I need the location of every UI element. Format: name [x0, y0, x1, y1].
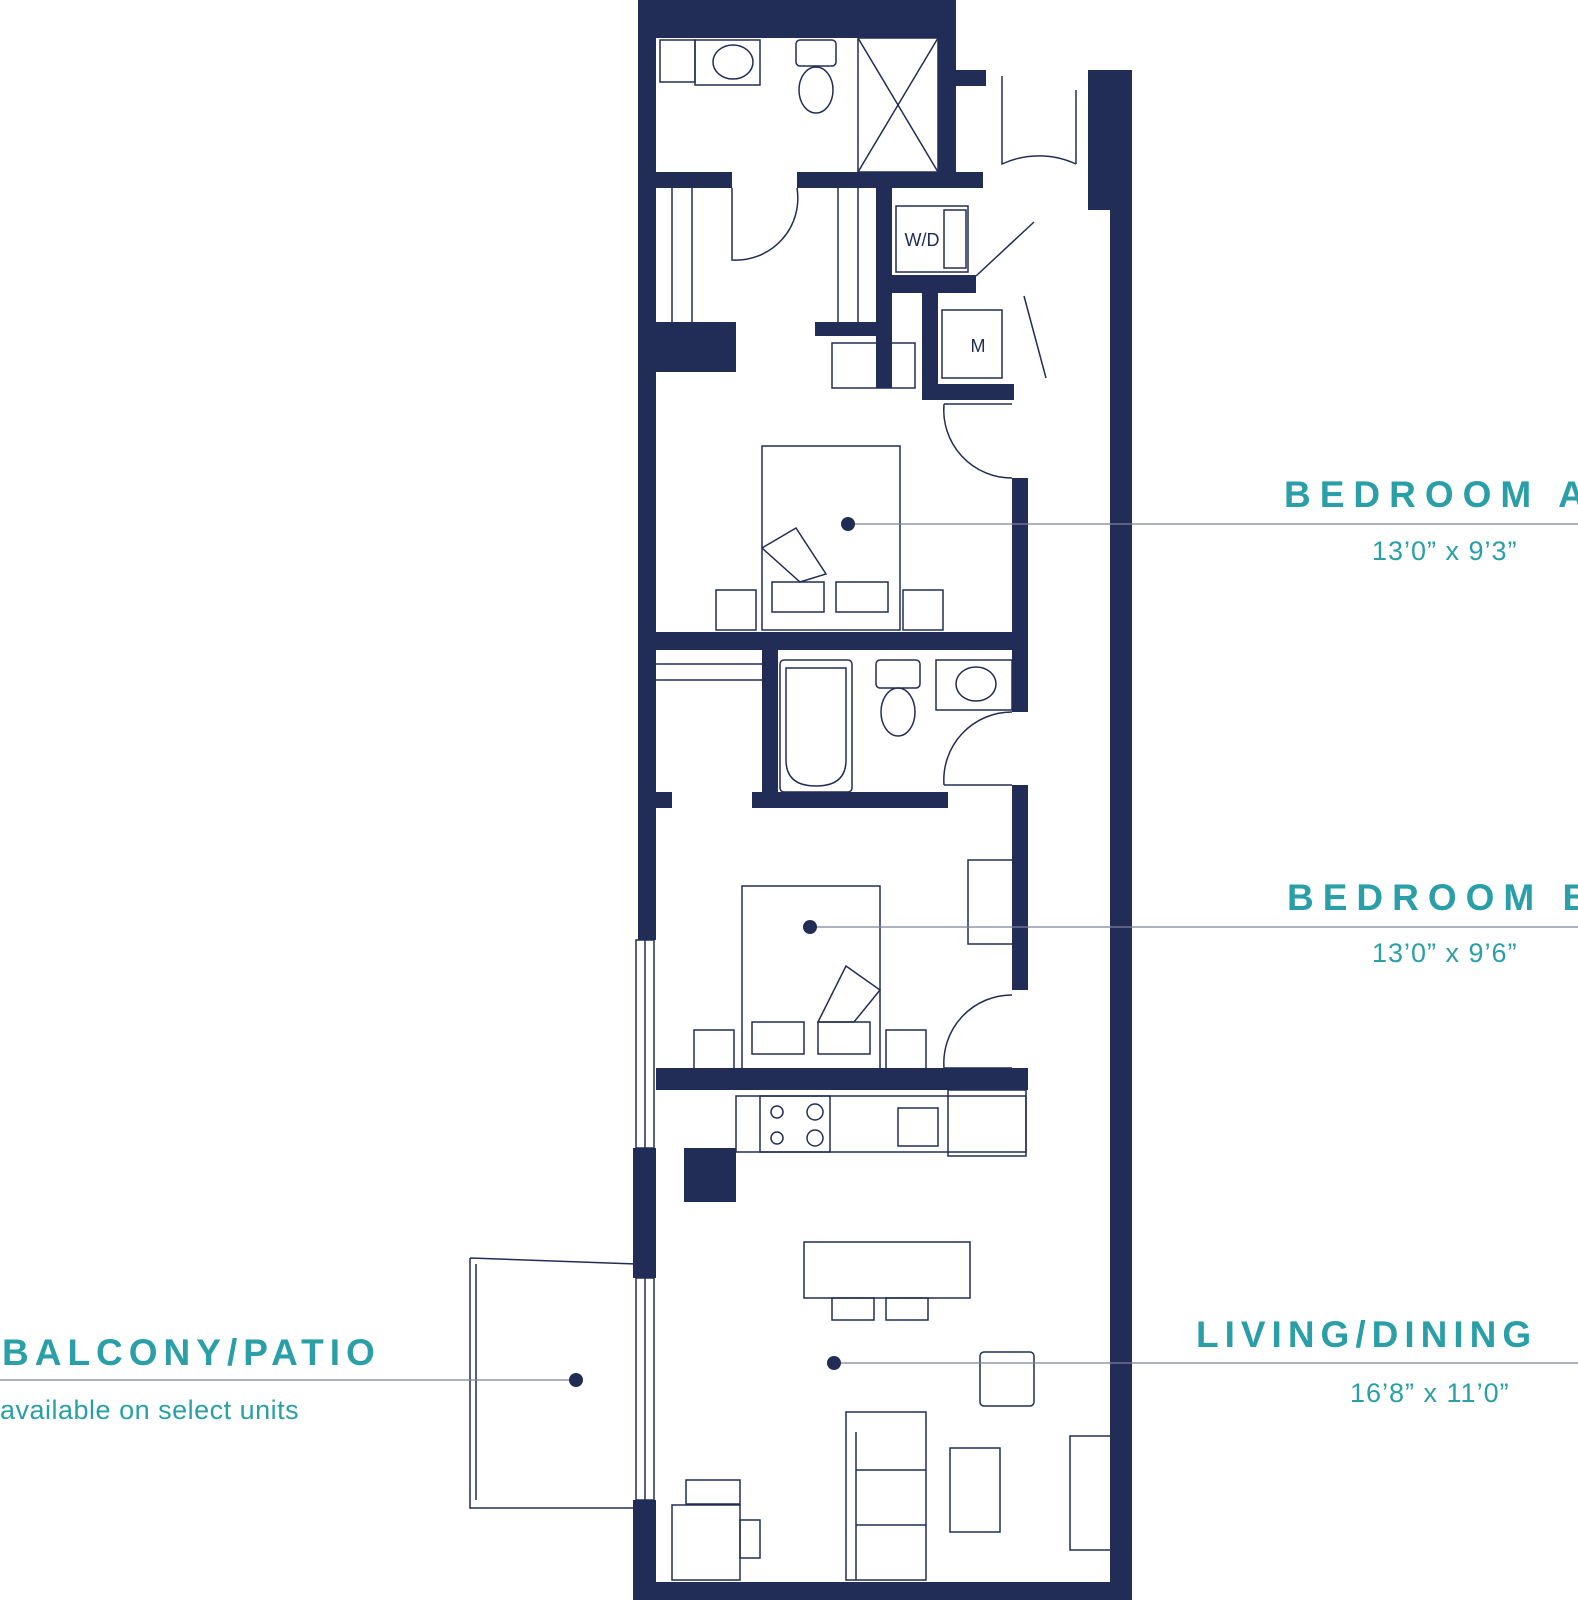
- left-wall-upper: [638, 0, 656, 940]
- bedroom-b-title: BEDROOM B: [1287, 877, 1578, 918]
- bedroom-a-dot: [841, 517, 855, 531]
- bedroom-b-door: [943, 994, 1013, 1069]
- bedroom-a-bed: [761, 445, 901, 631]
- column-kitchen: [684, 1148, 736, 1202]
- bath-toilet-icon: [880, 687, 916, 737]
- closet-wall-stub: [815, 322, 876, 336]
- ensuite-right-wall: [938, 0, 956, 175]
- walls: [633, 0, 1132, 1600]
- column-upper: [656, 322, 736, 372]
- bedroom-b-dimensions: 13’0” x 9’6”: [1372, 938, 1518, 968]
- mechanical-unit: [941, 309, 1003, 379]
- bedroom-b-bed: [741, 885, 881, 1071]
- right-wall-entry-jamb: [1088, 70, 1132, 210]
- bedroom-a-dresser: [831, 342, 916, 389]
- tv-console: [1069, 1435, 1113, 1551]
- closet-door: [731, 187, 799, 261]
- living-dining-title: LIVING/DINING: [1196, 1314, 1538, 1355]
- armchair: [979, 1351, 1035, 1407]
- shower: [857, 37, 939, 173]
- mech-bottom-wall: [922, 384, 1014, 400]
- bedroom-a-bottom-wall: [656, 632, 1028, 650]
- ensuite-bottom-wall-left: [656, 172, 732, 188]
- bedroom-a-dimensions: 13’0” x 9’3”: [1372, 536, 1518, 566]
- kitchen-sink-icon: [897, 1107, 939, 1147]
- leader-lines: [0, 523, 1578, 1381]
- bath-sink-icon: [955, 666, 997, 702]
- bath-door: [943, 711, 1013, 786]
- bath-left-wall: [762, 650, 778, 808]
- top-wall: [638, 0, 956, 38]
- desk: [671, 1504, 741, 1581]
- balcony-title: BALCONY/PATIO: [2, 1332, 381, 1373]
- bathtub: [779, 659, 853, 793]
- bath-toilet-tank: [875, 659, 921, 689]
- living-dot: [827, 1356, 841, 1370]
- ensuite-sink-icon: [712, 44, 754, 80]
- bedroom-b-right-wall: [1012, 785, 1028, 990]
- bedroom-b-nightstand-left: [693, 1029, 735, 1071]
- entry-jamb: [956, 70, 986, 86]
- wall-stub: [656, 792, 672, 808]
- laundry-bottom-wall: [876, 275, 976, 293]
- entry-door: [1001, 76, 1077, 166]
- bedroom-a-title: BEDROOM A: [1284, 474, 1578, 515]
- mech-left-wall: [922, 292, 938, 400]
- washer-dryer-label: W/D: [905, 230, 940, 250]
- bedroom-a-nightstand-left: [715, 589, 757, 631]
- balcony-railing: [469, 1258, 636, 1509]
- bath-vanity: [935, 659, 1013, 711]
- bedroom-b-dresser: [967, 859, 1015, 945]
- mechanical-label: M: [971, 336, 986, 356]
- washer-dryer: [895, 205, 969, 273]
- desk-chair: [685, 1479, 741, 1505]
- bedroom-b-bottom-wall: [656, 1068, 1028, 1090]
- bedroom-b-dot: [803, 920, 817, 934]
- living-dining-dimensions: 16’8” x 11’0”: [1350, 1378, 1510, 1408]
- balcony-dot: [569, 1373, 583, 1387]
- ensuite-toilet-tank: [795, 39, 837, 67]
- bedroom-b-nightstand-right: [885, 1029, 927, 1071]
- bedroom-b-blanket: [816, 964, 882, 1023]
- bedroom-a-door: [942, 403, 1013, 479]
- right-wall: [1110, 70, 1132, 1600]
- sofa: [845, 1411, 927, 1581]
- ensuite-bottom-wall-right: [797, 172, 983, 188]
- ensuite-vanity: [694, 39, 761, 86]
- stove: [759, 1095, 831, 1153]
- ensuite-toilet-icon: [798, 66, 834, 114]
- bath-bottom-wall: [752, 792, 948, 808]
- left-wall-bottom: [633, 1500, 656, 1600]
- bottom-wall: [638, 1582, 1132, 1600]
- bedroom-a-nightstand-right: [902, 589, 944, 631]
- fixtures: [469, 37, 1113, 1581]
- refrigerator: [947, 1089, 1027, 1157]
- balcony-note: available on select units: [0, 1395, 300, 1425]
- bath-right-wall: [1012, 650, 1028, 712]
- bedroom-a-right-wall: [1012, 478, 1028, 638]
- left-wall-kitchen: [633, 1148, 656, 1278]
- leader-dots: [569, 517, 855, 1387]
- coffee-table: [949, 1447, 1001, 1533]
- bedroom-a-blanket: [760, 526, 828, 583]
- dining-table: [803, 1241, 971, 1299]
